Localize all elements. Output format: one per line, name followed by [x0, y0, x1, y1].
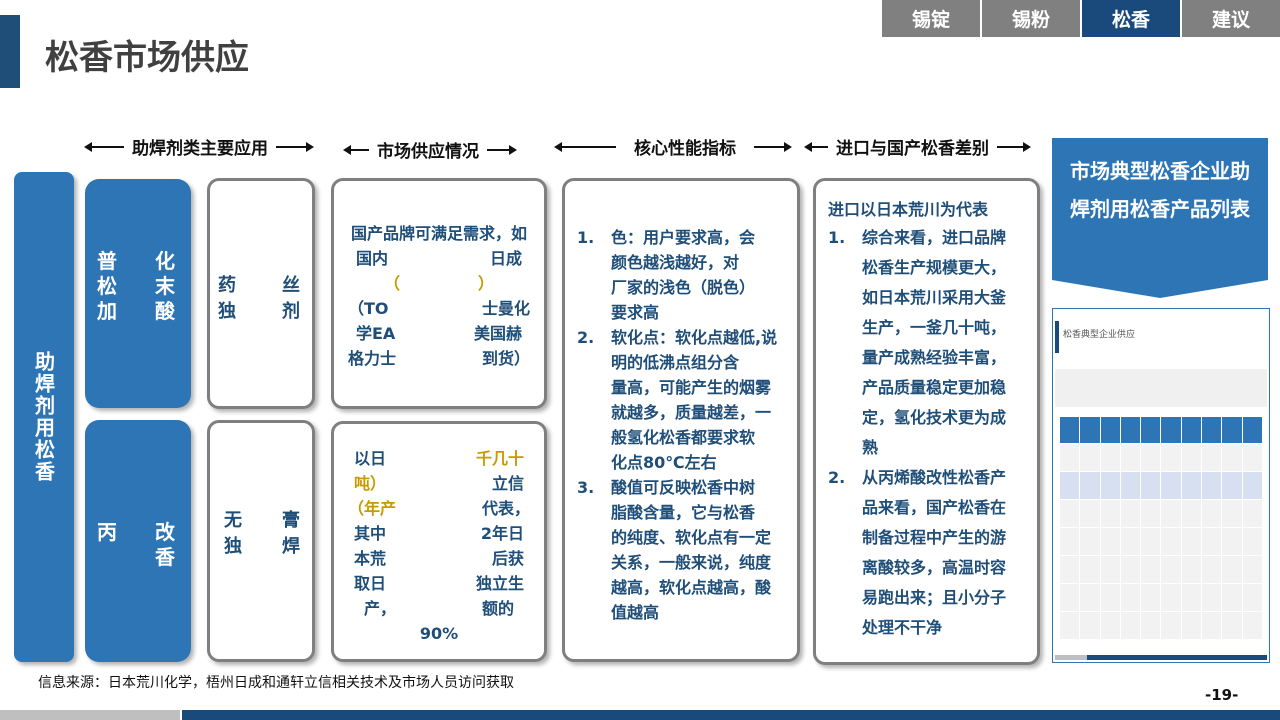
arrow-right-icon: [276, 141, 314, 152]
type-card-1: 普松加 化末酸: [85, 179, 191, 408]
tab-tin-powder[interactable]: 锡粉: [982, 0, 1080, 37]
page-title: 松香市场供应: [45, 38, 249, 78]
footer-bar-blue: [182, 710, 1280, 720]
section-tabs: 锡锭 锡粉 松香 建议: [882, 0, 1280, 37]
source-note: 信息来源：日本荒川化学，梧州日成和通轩立信相关技术及市场人员访问获取: [38, 675, 514, 691]
list-item: 1.色：用户要求高，会颜色越浅越好，对厂家的浅色（脱色）要求高: [577, 228, 756, 322]
header-core: 核心性能指标: [554, 134, 792, 159]
tab-tin-ingot[interactable]: 锡锭: [882, 0, 980, 37]
thumbnail-footer-gray: [1055, 655, 1087, 660]
tab-suggestions[interactable]: 建议: [1182, 0, 1280, 37]
arrow-left-icon: [804, 141, 828, 152]
thumbnail-footer-blue: [1087, 655, 1267, 660]
callout-arrow-icon: [1052, 280, 1268, 298]
type-card-2: 丙 改香: [85, 420, 191, 662]
header-market: 市场供应情况: [343, 137, 517, 162]
thumbnail-note-band: [1055, 369, 1267, 407]
thumbnail-table: [1058, 416, 1264, 640]
arrow-left-icon: [343, 144, 369, 155]
title-accent-bar: [0, 15, 20, 88]
arrow-right-icon: [487, 144, 517, 155]
arrow-right-icon: [997, 141, 1031, 152]
core-metrics-card: 1.色：用户要求高，会颜色越浅越好，对厂家的浅色（脱色）要求高 2.软化点：软化…: [562, 178, 800, 662]
list-item: 1.综合来看，进口品牌松香生产规模更大，如日本荒川采用大釜生产，一釜几十吨，量产…: [828, 228, 1007, 457]
typical-suppliers-callout: 市场典型松香企业助焊剂用松香产品列表: [1052, 138, 1268, 280]
thumbnail-title: 松香典型企业供应: [1063, 330, 1136, 340]
arrow-left-icon: [84, 141, 124, 152]
thumbnail-accent-bar: [1055, 321, 1059, 353]
arrow-left-icon: [554, 141, 616, 152]
arrow-right-icon: [754, 141, 792, 152]
list-item: 3.酸值可反映松香中树脂酸含量，它与松香的纯度、软化点有一定关系，一般来说，纯度…: [577, 478, 772, 622]
list-item: 2.从丙烯酸改性松香产品来看，国产松香在制备过程中产生的游离酸较多，高温时容易跑…: [828, 468, 1007, 637]
application-card-1: 药独 丝剂: [207, 178, 315, 409]
import-comparison-card: 进口以日本荒川为代表 1.综合来看，进口品牌松香生产规模更大，如日本荒川采用大釜…: [813, 178, 1040, 665]
supplier-table-thumbnail[interactable]: 松香典型企业供应: [1052, 308, 1270, 663]
list-item: 2.软化点：软化点越低,说明的低沸点组分含量高，可能产生的烟雾就越多，质量越差，…: [577, 328, 778, 472]
application-card-2: 无独 膏焊: [207, 420, 315, 662]
header-import: 进口与国产松香差别: [804, 134, 1031, 159]
footer-bar-gray: [0, 710, 180, 720]
page-number: -19-: [1205, 686, 1239, 704]
tab-rosin[interactable]: 松香: [1082, 0, 1180, 37]
header-applications: 助焊剂类主要应用: [84, 134, 314, 159]
category-flux-rosin: 助焊剂用松香: [14, 172, 74, 662]
